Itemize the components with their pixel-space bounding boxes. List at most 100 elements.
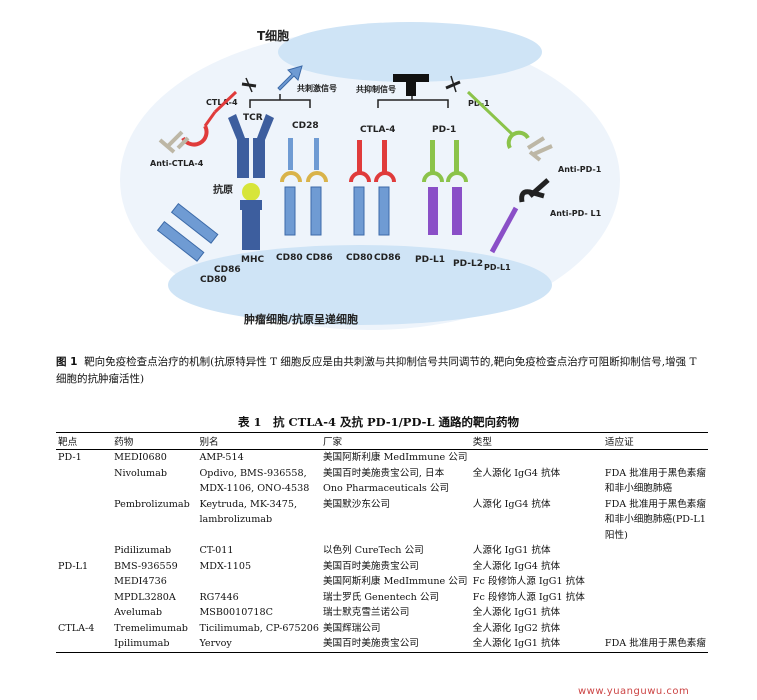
table-row: Pembrolizumab Keytruda, MK-3475, lambroli…: [56, 497, 708, 544]
table-cell: 美国阿斯利康 MedImmune 公司: [322, 576, 468, 587]
cd86-label-right: CD86: [374, 253, 401, 263]
header-target: 靶点: [56, 432, 113, 450]
table-cell: FDA 批准用于黑色素瘤 和非小细胞肺癌: [604, 467, 706, 495]
table-cell: [197, 574, 321, 590]
table-title: 表 1 抗 CTLA-4 及抗 PD-1/PD-L 通路的靶向药物: [237, 415, 519, 429]
table-cell: Tremelimumab: [114, 622, 188, 634]
watermark: www.yuanguwu.com: [578, 686, 690, 697]
table-cell: 美国百时美施贵宝公司: [320, 636, 471, 653]
table-cell: FDA 批准用于黑色素瘤 和非小细胞肺癌(PD-L1 阳性): [604, 498, 706, 541]
table-body: PD-1 MEDI0680 AMP-514 美国阿斯利康 MedImmune 公司 Ni…: [56, 450, 708, 653]
tumor-cell-label: 肿瘤细胞/抗原呈递细胞: [244, 312, 358, 326]
antigen: [242, 183, 260, 201]
anti-pd1-label: Anti-PD-1: [558, 165, 602, 174]
table-cell: 全人源化 IgG1 抗体: [472, 607, 561, 618]
table-cell: [603, 559, 708, 575]
table-cell: 人源化 IgG1 抗体: [472, 545, 551, 556]
tcr-receptor: [228, 114, 274, 178]
table-cell: 美国百时美施贵宝公司, 日本 Ono Pharmaceuticals 公司: [322, 467, 450, 495]
costim-arrow-icon: [277, 65, 303, 91]
pd1-receptors: [422, 140, 468, 183]
table-cell: [56, 636, 113, 653]
pdl1-free-label: PD-L1: [484, 263, 511, 272]
anti-pd1-antibody-icon: [526, 136, 553, 162]
table-cell: Avelumab: [114, 607, 162, 618]
table-cell: 全人源化 IgG2 抗体: [472, 622, 561, 634]
costim-signal-label: 共刺激信号: [297, 83, 337, 93]
table-cell: Ipilimumab: [112, 636, 198, 653]
table-cell: Keytruda, MK-3475, lambrolizumab: [199, 498, 298, 526]
table-cell: PD-L1: [58, 560, 89, 572]
table-row: PD-1 MEDI0680 AMP-514 美国阿斯利康 MedImmune 公司: [56, 450, 708, 466]
table-cell: 以色列 CureTech 公司: [322, 545, 424, 556]
mhc-label: MHC: [241, 255, 264, 265]
checkpoint-mechanism-diagram: T细胞 肿瘤细胞/抗原呈递细胞 共刺激信号 共抑制信号 TCR 抗原 MHC C…: [120, 22, 620, 330]
table-cell: 美国默沙东公司: [322, 498, 391, 510]
table-row: Pidilizumab CT-011 以色列 CureTech 公司 人源化 IgG1…: [56, 543, 708, 559]
table-cell: FDA 批准用于黑色素瘤: [602, 636, 708, 653]
antigen-label: 抗原: [213, 183, 233, 196]
table-cell: 全人源化 IgG4 抗体: [472, 467, 561, 479]
table-cell: Ticilimumab, CP-675206: [199, 622, 319, 634]
table-cell: CTLA-4: [58, 622, 95, 634]
anti-ctla4-label: Anti-CTLA-4: [150, 159, 204, 168]
table-cell: MSB0010718C: [199, 607, 273, 618]
table-cell: Fc 段修饰人源 IgG1 抗体: [472, 576, 585, 587]
header-drug: 药物: [112, 432, 198, 450]
table-cell: [56, 543, 112, 559]
table-cell: 全人源化 IgG4 抗体: [472, 560, 561, 572]
table-cell: Opdivo, BMS-936558, MDX-1106, ONO-4538: [199, 467, 310, 495]
pd1-label: PD-1: [432, 125, 456, 135]
pd1-blocked-icon: [445, 75, 530, 149]
table-cell: 美国阿斯利康 MedImmune 公司: [322, 452, 468, 463]
table-cell: 瑞士罗氏 Genentech 公司: [322, 591, 440, 603]
header-alias: 别名: [197, 432, 321, 450]
pdl2-label: PD-L2: [453, 259, 483, 269]
table-cell: [603, 621, 708, 637]
table-cell: [471, 450, 603, 466]
table-cell: Pembrolizumab: [114, 498, 190, 510]
table-cell: [56, 605, 112, 621]
pdl1-label: PD-L1: [415, 255, 445, 265]
table-cell: Yervoy: [197, 636, 321, 653]
coinhib-bracket: [377, 99, 449, 108]
table-header-row: 靶点 药物 别名 厂家 类型 适应证: [56, 432, 708, 450]
header-manufacturer: 厂家: [320, 432, 471, 450]
table-cell: CT-011: [199, 545, 234, 556]
cd80-cd86-left: [284, 186, 322, 236]
table-cell: Pidilizumab: [114, 545, 172, 556]
table-row: Nivolumab Opdivo, BMS-936558, MDX-1106, O…: [56, 466, 708, 497]
table-cell: PD-1: [58, 452, 82, 463]
tcr-label: TCR: [243, 113, 263, 123]
table-cell: Nivolumab: [114, 467, 167, 479]
table-cell: 美国辉瑞公司: [322, 622, 381, 634]
table-cell: [56, 466, 112, 497]
header-type: 类型: [470, 432, 603, 450]
header-indication: 适应证: [602, 432, 708, 450]
ctla4-receptors: [349, 140, 396, 183]
coinhib-t-icon: [393, 74, 429, 96]
anti-pdl1-label: Anti-PD- L1: [550, 209, 602, 218]
figure-caption: 图 1 靶向免疫检查点治疗的机制(抗原特异性 T 细胞反应是由共刺激与共抑制信号…: [56, 354, 706, 388]
table-row: MEDI4736 美国阿斯利康 MedImmune 公司 Fc 段修饰人源 IgG1…: [56, 574, 708, 590]
table-cell: [603, 543, 708, 559]
cd80-label-right: CD80: [346, 253, 373, 263]
table-cell: MEDI4736: [114, 576, 167, 587]
table-cell: MEDI0680: [114, 452, 167, 463]
table-cell: [56, 590, 112, 606]
ctla4-label: CTLA-4: [360, 125, 395, 135]
table-cell: AMP-514: [199, 452, 244, 463]
table-cell: [56, 497, 112, 544]
figure-caption-text: 靶向免疫检查点治疗的机制(抗原特异性 T 细胞反应是由共刺激与共抑制信号共同调节…: [56, 356, 697, 385]
table-cell: RG7446: [199, 591, 239, 603]
table-cell: MPDL3280A: [114, 591, 176, 603]
table-cell: [603, 450, 708, 466]
pdl1-free-icon: [489, 206, 519, 254]
t-cell: [278, 22, 542, 82]
table-cell: [603, 574, 708, 590]
t-cell-label: T细胞: [257, 28, 289, 43]
cd80-cd86-right: [353, 186, 390, 236]
pdl1-pdl2: [428, 187, 462, 235]
